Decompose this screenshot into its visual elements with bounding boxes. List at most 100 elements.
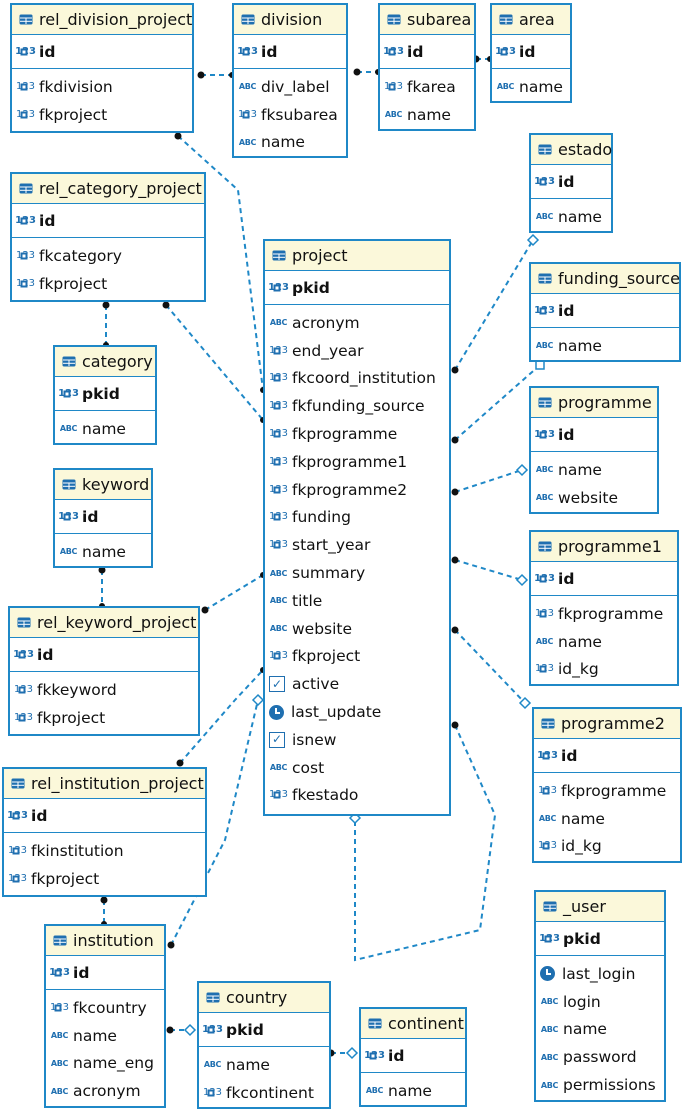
- entity-header[interactable]: programme1: [531, 532, 677, 562]
- attribute-row[interactable]: 123fkarea: [384, 73, 474, 101]
- entity-rel-keyword-project[interactable]: rel_keyword_project123id123fkkeyword123f…: [8, 606, 200, 736]
- entity-header[interactable]: category: [55, 347, 155, 377]
- attribute-row[interactable]: 123fkcountry: [50, 994, 164, 1022]
- entity-header[interactable]: institution: [46, 926, 164, 956]
- primary-key-attribute[interactable]: 123id: [13, 643, 198, 667]
- primary-key-attribute[interactable]: 123id: [534, 423, 657, 447]
- primary-key-attribute[interactable]: 123id: [534, 299, 679, 323]
- link-project-rel-category-project[interactable]: [162, 301, 267, 424]
- entity-header[interactable]: keyword: [55, 470, 151, 500]
- attribute-row[interactable]: 123fkfunding_source: [269, 392, 449, 420]
- link-project-rel-keyword-project[interactable]: [201, 572, 267, 614]
- primary-key-attribute[interactable]: 123id: [495, 40, 570, 64]
- link-category-rel-category-project[interactable]: [102, 301, 110, 349]
- attribute-row[interactable]: ✓isnew: [269, 726, 449, 754]
- entity-keyword[interactable]: keyword 123idABCname: [53, 468, 153, 568]
- entity-category[interactable]: category 123pkidABCname: [53, 345, 157, 445]
- attribute-row[interactable]: 123fkprogramme: [538, 777, 680, 805]
- entity-header[interactable]: estado: [531, 135, 612, 165]
- attribute-row[interactable]: 123start_year: [269, 531, 449, 559]
- attribute-row[interactable]: ✓active: [269, 670, 449, 698]
- attribute-row[interactable]: 123id_kg: [535, 656, 677, 684]
- attribute-row[interactable]: 123fkdivision: [16, 73, 192, 101]
- entity-header[interactable]: continent: [361, 1009, 465, 1039]
- attribute-row[interactable]: 123fkcategory: [16, 242, 204, 270]
- attribute-row[interactable]: 123fkproject: [16, 101, 192, 129]
- entity-rel-institution-project[interactable]: rel_institution_project 123id 123fkinstitu…: [2, 767, 207, 897]
- primary-key-attribute[interactable]: 123id: [15, 209, 204, 233]
- attribute-row[interactable]: 123fkestado: [269, 782, 449, 810]
- link-continent-country[interactable]: [327, 1046, 359, 1060]
- attribute-row[interactable]: 123fkprogramme1: [269, 448, 449, 476]
- attribute-row[interactable]: 123end_year: [269, 337, 449, 365]
- entity-header[interactable]: programme: [531, 388, 657, 418]
- link-division-rel-division-project[interactable]: [197, 71, 236, 79]
- entity-header[interactable]: project: [265, 241, 449, 271]
- entity-project[interactable]: project123pkidABCacronym123end_year123fk…: [263, 239, 451, 816]
- entity-subarea[interactable]: subarea123id123fkareaABCname: [378, 3, 476, 131]
- attribute-row[interactable]: 123fkinstitution: [8, 837, 205, 865]
- primary-key-attribute[interactable]: 123pkid: [202, 1018, 329, 1042]
- entity-header[interactable]: rel_institution_project: [4, 769, 205, 799]
- link-programme1-project[interactable]: [451, 556, 529, 587]
- attribute-row[interactable]: 123fkproject: [8, 865, 205, 893]
- entity-header[interactable]: rel_category_project: [12, 174, 204, 204]
- entity--user[interactable]: _user 123pkid last_loginABCloginABCnameABC…: [534, 890, 666, 1102]
- attribute-row[interactable]: 123fkcontinent: [203, 1079, 329, 1107]
- primary-key-attribute[interactable]: 123id: [49, 961, 164, 985]
- entity-division[interactable]: division 123idABCdiv_label123fksubareaABC…: [232, 3, 348, 158]
- link-institution-rel-institution-project[interactable]: [100, 896, 108, 928]
- link-subarea-division[interactable]: [353, 68, 382, 76]
- entity-rel-category-project[interactable]: rel_category_project123id123fkcategory12…: [10, 172, 206, 302]
- attribute-row[interactable]: 123funding: [269, 504, 449, 532]
- primary-key-attribute[interactable]: 123pkid: [58, 382, 155, 406]
- entity-institution[interactable]: institution 123id 123fkcountryABCnameABCna…: [44, 924, 166, 1108]
- attribute-row[interactable]: last_login: [540, 960, 664, 988]
- attribute-row[interactable]: last_update: [269, 698, 449, 726]
- attribute-row[interactable]: 123fksubarea: [238, 101, 346, 129]
- attribute-row[interactable]: 123fkprogramme: [535, 600, 677, 628]
- primary-key-attribute[interactable]: 123id: [58, 505, 151, 529]
- primary-key-attribute[interactable]: 123pkid: [539, 927, 664, 951]
- entity-rel-division-project[interactable]: rel_division_project123id123fkdivision12…: [10, 3, 194, 133]
- entity-programme1[interactable]: programme1123id123fkprogrammeABCname123i…: [529, 530, 679, 686]
- entity-header[interactable]: programme2: [534, 709, 680, 739]
- link-programme2-project[interactable]: [451, 626, 532, 710]
- attribute-row[interactable]: 123fkkeyword: [14, 676, 198, 704]
- attribute-row[interactable]: 123fkprogramme2: [269, 476, 449, 504]
- entity-header[interactable]: division: [234, 5, 346, 35]
- entity-header[interactable]: area: [492, 5, 570, 35]
- primary-key-attribute[interactable]: 123id: [7, 804, 205, 828]
- entity-continent[interactable]: continent123idABCname: [359, 1007, 467, 1107]
- primary-key-attribute[interactable]: 123id: [534, 567, 677, 591]
- primary-key-attribute[interactable]: 123id: [237, 40, 346, 64]
- entity-header[interactable]: _user: [536, 892, 664, 922]
- entity-estado[interactable]: estado 123idABCname: [529, 133, 613, 233]
- entity-programme[interactable]: programme 123idABCnameABCwebsite: [529, 386, 659, 514]
- entity-header[interactable]: country: [199, 983, 329, 1013]
- link-programme-project[interactable]: [451, 463, 529, 496]
- primary-key-attribute[interactable]: 123id: [534, 170, 611, 194]
- attribute-row[interactable]: 123fkproject: [14, 704, 198, 732]
- entity-header[interactable]: funding_source: [531, 264, 680, 294]
